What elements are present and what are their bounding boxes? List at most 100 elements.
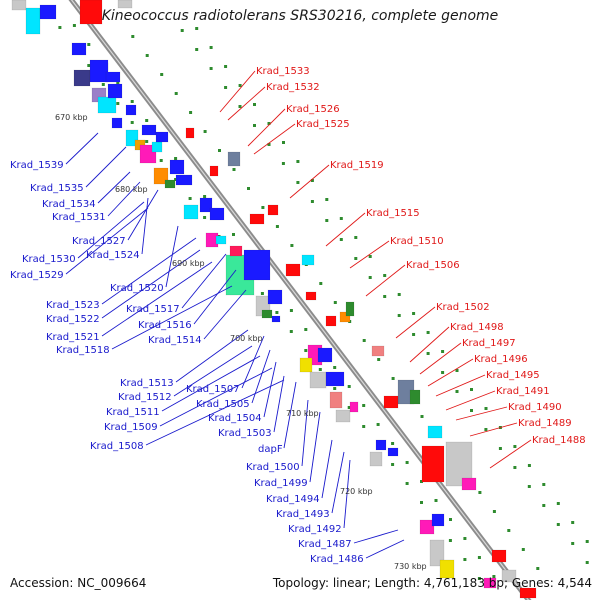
gene-label-forward: Krad_1514: [148, 335, 202, 346]
label-leader: [489, 439, 532, 469]
gene-label-forward: Krad_1534: [42, 199, 96, 210]
label-leader: [101, 249, 201, 319]
tick-dot: [397, 314, 401, 317]
tick-dot: [203, 195, 207, 198]
label-leader-lines: [65, 70, 532, 559]
gene-feature: [491, 549, 507, 563]
tick-dot: [275, 311, 279, 314]
backbone-highlight: [70, 0, 530, 600]
tick-dot: [282, 141, 285, 144]
gene-feature: [164, 179, 176, 189]
gene-label-forward: Krad_1522: [46, 314, 100, 325]
tick-dot: [130, 121, 134, 124]
tick-dot: [449, 518, 452, 521]
label-leader: [65, 132, 99, 165]
gene-label-forward: Krad_1539: [10, 160, 64, 171]
label-leader: [289, 164, 330, 199]
tick-dot: [470, 388, 473, 391]
tick-dot: [536, 567, 540, 570]
gene-label-forward: Krad_1517: [126, 304, 180, 315]
gene-feature: [309, 371, 327, 389]
tick-dot: [116, 102, 120, 105]
gene-label-forward: Krad_1499: [254, 478, 308, 489]
tick-dot: [224, 86, 228, 89]
label-leader: [175, 329, 249, 383]
tick-dot: [412, 312, 416, 315]
gene-label-forward: Krad_1504: [208, 413, 262, 424]
gene-feature: [421, 445, 445, 483]
label-leader: [309, 411, 321, 483]
tick-dot: [318, 368, 322, 371]
gene-label-forward: Krad_1535: [30, 183, 84, 194]
scale-tick-label: 710 kbp: [286, 409, 319, 418]
gene-label-forward: Krad_1493: [276, 509, 330, 520]
tick-dot: [463, 537, 467, 540]
tick-dot: [513, 445, 517, 448]
tick-dot: [426, 331, 430, 334]
tick-dot: [58, 26, 62, 29]
gene-feature: [427, 425, 443, 439]
gene-feature: [79, 0, 103, 25]
tick-dot: [507, 529, 511, 532]
gene-feature: [301, 254, 315, 266]
label-leader: [241, 335, 265, 389]
gene-label-forward: Krad_1529: [10, 270, 64, 281]
gene-label-reverse: Krad_1496: [474, 354, 528, 365]
gene-feature: [185, 127, 195, 139]
gene-feature: [371, 345, 385, 357]
gene-feature: [209, 165, 219, 177]
label-leader: [145, 379, 285, 446]
gene-feature: [199, 197, 213, 213]
gene-label-forward: Krad_1527: [72, 236, 126, 247]
gene-feature: [383, 395, 399, 409]
tick-dot: [383, 274, 387, 277]
tick-dot: [267, 143, 271, 146]
gene-label-forward: Krad_1512: [118, 392, 172, 403]
tick-dot: [470, 409, 473, 412]
tick-dot: [261, 206, 265, 209]
tick-dot: [441, 371, 445, 374]
gene-feature: [155, 131, 169, 143]
label-leader: [181, 253, 227, 309]
label-leader: [65, 207, 149, 275]
tick-dot: [174, 92, 178, 95]
gene-feature: [11, 0, 27, 11]
map-title: Kineococcus radiotolerans SRS30216, comp…: [101, 8, 499, 24]
label-leader: [263, 361, 277, 418]
tick-dot: [556, 523, 560, 526]
tick-dot: [304, 328, 308, 331]
tick-dot: [383, 295, 387, 298]
tick-dot: [397, 293, 401, 296]
gene-feature: [299, 357, 313, 373]
tick-dot: [377, 358, 381, 361]
tick-dot: [275, 225, 279, 228]
tick-dot: [145, 140, 149, 143]
gene-feature: [107, 83, 123, 99]
tick-dot: [391, 463, 395, 466]
tick-dot: [484, 407, 488, 410]
tick-dot: [362, 404, 366, 407]
gene-feature: [317, 347, 333, 363]
label-leader: [193, 269, 237, 325]
tick-dot: [556, 502, 560, 505]
scale-tick-label: 670 kbp: [55, 113, 88, 122]
tick-dot: [253, 103, 256, 106]
gene-label-forward: Krad_1513: [120, 378, 174, 389]
label-leader: [301, 399, 309, 467]
label-leader: [251, 349, 271, 404]
tick-dot: [333, 366, 337, 369]
gene-label-reverse: Krad_1488: [532, 435, 586, 446]
gene-label-forward: Krad_1500: [246, 462, 300, 473]
gene-feature: [419, 519, 435, 535]
tick-dot: [209, 67, 213, 70]
gene-feature: [271, 315, 281, 323]
gene-feature: [267, 204, 279, 216]
tick-dot: [585, 561, 589, 564]
gene-label-forward: dapF: [258, 444, 283, 455]
label-leader: [127, 189, 159, 241]
label-leader: [101, 237, 197, 305]
label-leader: [455, 406, 508, 421]
tick-dot: [405, 482, 409, 485]
tick-dot: [87, 43, 91, 46]
